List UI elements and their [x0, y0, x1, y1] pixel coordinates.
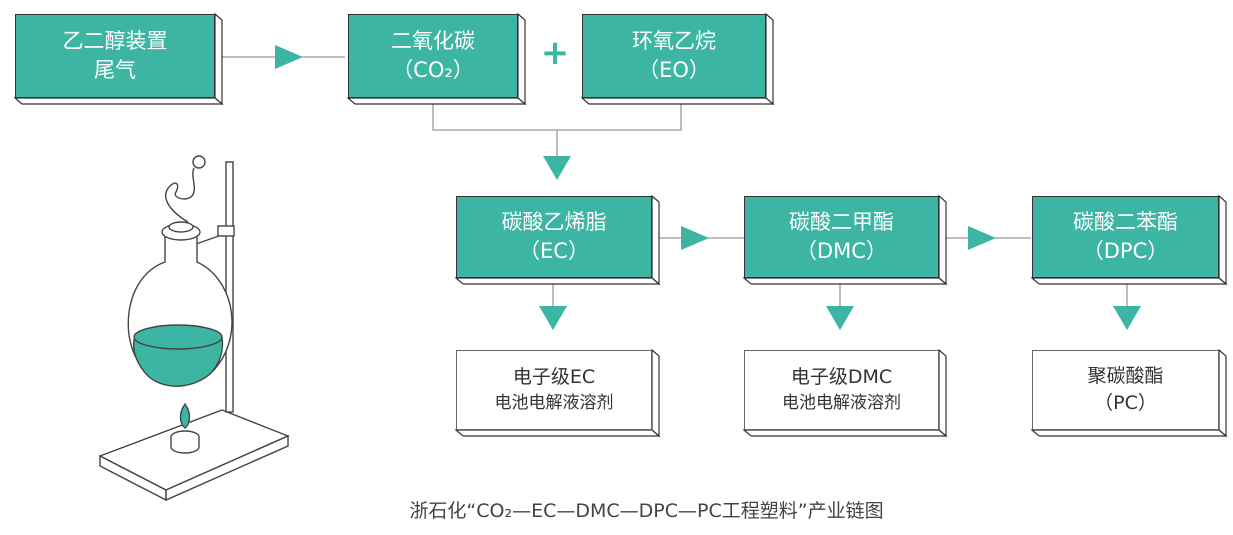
box-ec-product: 电子级EC 电池电解液溶剂: [456, 350, 652, 430]
box-dmc-line2: （DMC）: [796, 239, 887, 263]
box-eo-line2: （EO）: [638, 58, 710, 82]
box-ec-line1: 碳酸乙烯脂: [501, 210, 607, 234]
box-pc-product: 聚碳酸酯 （PC）: [1032, 350, 1219, 430]
box-eo-line1: 环氧乙烷: [632, 29, 716, 53]
box-eo: 环氧乙烷 （EO）: [582, 14, 766, 98]
box-co2-line2: （CO₂）: [392, 58, 474, 82]
box-dmc: 碳酸二甲酯 （DMC）: [744, 196, 939, 278]
flask-illustration: [98, 155, 290, 502]
box-dmc-product-line2: 电池电解液溶剂: [782, 393, 901, 413]
plus-sign: +: [540, 33, 570, 73]
arrow-ec-dmc: [681, 226, 709, 250]
arrow-dmc-dpc: [968, 226, 996, 250]
box-source-line2: 尾气: [94, 58, 136, 82]
box-dpc-line1: 碳酸二苯酯: [1073, 210, 1178, 234]
arrow-dmc-product: [826, 306, 854, 330]
arrow-to-ec: [543, 156, 571, 180]
box-dmc-product: 电子级DMC 电池电解液溶剂: [744, 350, 939, 430]
arrow-ec-product: [539, 306, 567, 330]
box-source-tail-gas: 乙二醇装置 尾气: [15, 14, 215, 98]
arrow-dpc-product: [1113, 306, 1141, 330]
box-ec-product-line1: 电子级EC: [512, 366, 596, 388]
box-dmc-line1: 碳酸二甲酯: [789, 210, 894, 234]
box-pc-product-line2: （PC）: [1094, 392, 1157, 414]
box-dpc-line2: （DPC）: [1082, 239, 1169, 263]
box-ec: 碳酸乙烯脂 （EC）: [456, 196, 652, 278]
diagram-caption: 浙石化“CO₂—EC—DMC—DPC—PC工程塑料”产业链图: [409, 500, 884, 522]
box-co2-line1: 二氧化碳: [391, 29, 475, 53]
box-ec-product-line2: 电池电解液溶剂: [494, 393, 614, 413]
box-co2: 二氧化碳 （CO₂）: [348, 14, 518, 98]
box-source-line1: 乙二醇装置: [62, 29, 168, 53]
box-ec-line2: （EC）: [519, 239, 589, 263]
arrow-source-co2: [275, 45, 303, 69]
box-dmc-product-line1: 电子级DMC: [790, 366, 893, 388]
box-dpc: 碳酸二苯酯 （DPC）: [1032, 196, 1219, 278]
box-pc-product-line1: 聚碳酸酯: [1087, 365, 1164, 387]
